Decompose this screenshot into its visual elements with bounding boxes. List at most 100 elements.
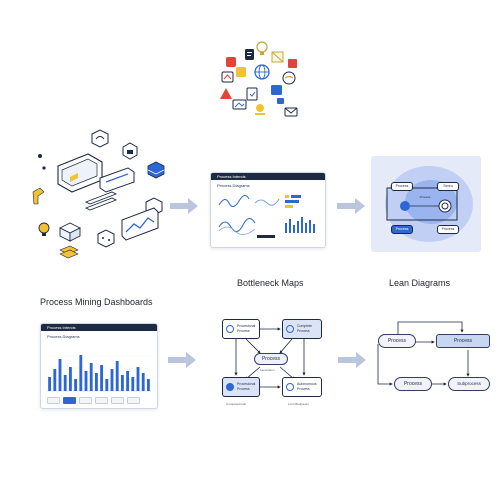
bar [126, 371, 130, 391]
filter-button[interactable] [47, 397, 60, 404]
node-label: Autonomous Process [297, 382, 317, 391]
lean-node-center: Process [419, 195, 431, 199]
lean-process-left: Process [378, 334, 416, 348]
bar [89, 363, 93, 391]
lean-node: Process [391, 225, 413, 234]
process-icon [226, 325, 234, 333]
mail-icon [284, 107, 298, 117]
dice-icon [97, 229, 115, 248]
bar [53, 369, 57, 391]
blue-tile-icon [271, 85, 282, 95]
process-icon [226, 383, 234, 391]
settings-icon [286, 383, 294, 391]
lean-subprocess: Subprocess [448, 377, 490, 391]
window-card-icon [99, 167, 135, 193]
cube-icon [122, 142, 138, 160]
red-square-icon [226, 57, 236, 67]
bar [115, 361, 119, 391]
panel-header: Process Intends [211, 173, 325, 180]
lean-flow-connectors [377, 321, 470, 386]
bottleneck-map: Procesional Process Complete Process Pro… [216, 315, 328, 415]
bar [105, 379, 109, 391]
bar [68, 367, 72, 391]
bar-chart [47, 355, 151, 392]
warning-triangle-icon [220, 88, 232, 99]
bar [141, 373, 145, 391]
lean-blobs [385, 166, 473, 242]
bar [58, 359, 62, 391]
mid-label: Lanscation [260, 368, 275, 372]
coins-icon [59, 245, 79, 259]
bars-icon [84, 191, 118, 211]
lean-process-bottom: Process [394, 377, 432, 391]
node-label: Procesional Process [237, 382, 256, 391]
bar [100, 365, 104, 391]
caption-right: Lorsi Bedpanes [288, 402, 309, 406]
location-icon [255, 104, 265, 115]
lean-process-right: Process [436, 334, 490, 348]
bottleneck-node-bottom-right: Autonomous Process [282, 377, 322, 397]
lean-node: Process [391, 182, 413, 191]
bar [120, 375, 124, 391]
arrow-right-icon [338, 352, 366, 368]
bar [146, 379, 150, 391]
bar [63, 375, 67, 391]
handshake-icon [282, 71, 296, 85]
clipboard-icon [246, 87, 258, 101]
bar [131, 377, 135, 391]
lean-node: Sereu [437, 182, 459, 191]
dot-icon [42, 166, 46, 170]
server-icon [58, 222, 82, 242]
lean-node: Process [437, 225, 459, 234]
isometric-icon-cluster [30, 128, 170, 263]
filter-button-active[interactable] [63, 397, 76, 404]
globe-icon [254, 64, 270, 80]
bar [94, 373, 98, 391]
gear-icon [286, 325, 294, 333]
node-label: Procesional Process [237, 324, 256, 333]
bar [84, 371, 88, 391]
box-icon [271, 51, 284, 63]
caption-bottleneck: Bottleneck Maps [237, 278, 304, 288]
flag-icon [32, 187, 45, 205]
flag-icon [288, 59, 297, 68]
stack-icon [147, 161, 165, 179]
filter-button[interactable] [111, 397, 124, 404]
caption-dashboards: Process Mining Dashboards [40, 297, 153, 307]
chart-panel-icon [121, 207, 159, 241]
bar [79, 355, 83, 391]
arrow-right-icon [168, 352, 196, 368]
house-icon [221, 71, 234, 83]
document-icon [245, 49, 254, 60]
filter-button[interactable] [95, 397, 108, 404]
dashboard-panel-large: Process Intends Process Diagrams [40, 323, 158, 409]
bulb-icon [38, 222, 50, 236]
panel-subtitle: Process Diagrams [217, 183, 250, 188]
monitor-icon [57, 153, 103, 193]
caption-left: Competesional [226, 402, 247, 406]
bottleneck-node-top-right: Complete Process [282, 319, 322, 339]
yellow-square-icon [236, 67, 246, 77]
panel-header: Process Intends [41, 324, 157, 331]
blue-square-icon [277, 98, 284, 104]
filter-button[interactable] [79, 397, 92, 404]
lightbulb-icon [256, 41, 268, 55]
node-label: Complete Process [297, 324, 312, 333]
bar [136, 367, 140, 391]
caption-lean: Lean Diagrams [389, 278, 451, 288]
arrow-right-icon [337, 198, 365, 214]
bar [48, 377, 52, 391]
lean-diagram-panel: Process Sereu Process Process Process [371, 156, 481, 252]
bottleneck-node-top-left: Procesional Process [222, 319, 260, 339]
panel-subtitle: Process Diagrams [47, 334, 80, 339]
bottleneck-node-center: Process [254, 353, 288, 365]
mini-charts [218, 195, 315, 238]
lean-flow: Process Process Process Subprocess [370, 318, 490, 398]
bottleneck-node-bottom-left: Procesional Process [222, 377, 260, 397]
bar [110, 369, 114, 391]
filter-button[interactable] [127, 397, 140, 404]
arrow-right-icon [170, 198, 198, 214]
image-icon [232, 99, 247, 110]
dashboard-panel-small: Process Intends Process Diagrams [210, 172, 326, 248]
cube-icon [91, 129, 109, 148]
